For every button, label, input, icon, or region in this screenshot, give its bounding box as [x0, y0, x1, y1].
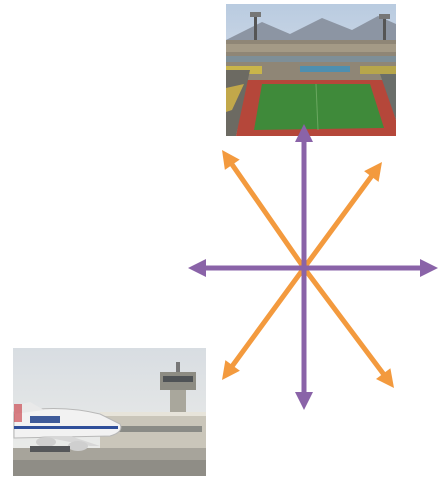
arrow-up-left-shaft — [229, 162, 307, 271]
arrow-up-right-head — [364, 162, 382, 182]
arrow-group — [188, 124, 438, 410]
arrow-up-head — [295, 124, 313, 142]
arrow-up-left-head — [222, 150, 240, 170]
arrow-down-left-head — [222, 360, 240, 380]
arrow-left-head — [188, 259, 206, 277]
arrow-down-left-shaft — [230, 265, 307, 368]
arrow-down-right-shaft — [301, 265, 386, 377]
stadium-photo — [226, 4, 396, 136]
arrow-down-head — [295, 392, 313, 410]
arrow-up-right-shaft — [301, 173, 374, 271]
airport-photo — [13, 348, 206, 476]
arrow-right-head — [420, 259, 438, 277]
arrow-down-right-head — [376, 368, 394, 388]
